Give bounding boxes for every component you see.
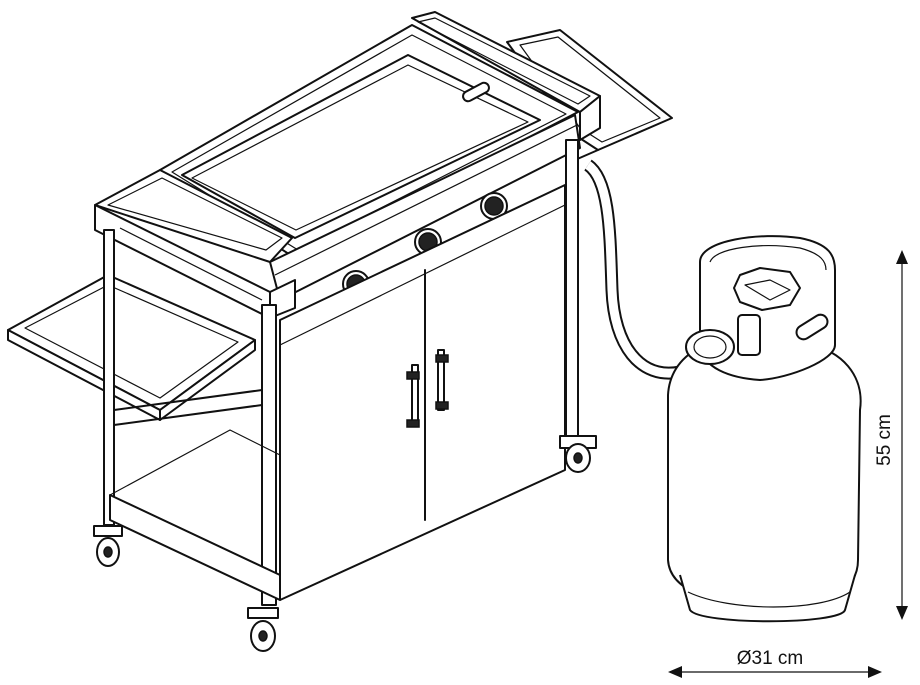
diameter-dimension: Ø31 cm [668, 648, 882, 678]
diameter-label: Ø31 cm [737, 648, 804, 669]
right-top-rail [411, 11, 601, 141]
left-side-shelf [7, 274, 256, 421]
control-knob[interactable] [480, 192, 508, 220]
cart-frame [103, 139, 579, 606]
gas-cylinder [667, 235, 862, 623]
caster-wheel [559, 435, 597, 473]
control-panel [269, 114, 581, 301]
door-handle[interactable] [437, 349, 445, 411]
grill-cart [7, 11, 673, 652]
caster-wheel [93, 525, 123, 567]
left-top-tray [94, 169, 296, 319]
height-dimension: 55 cm [874, 250, 908, 620]
height-label: 55 cm [874, 414, 895, 466]
griddle-handle [462, 81, 490, 103]
caster-wheel [247, 607, 279, 652]
